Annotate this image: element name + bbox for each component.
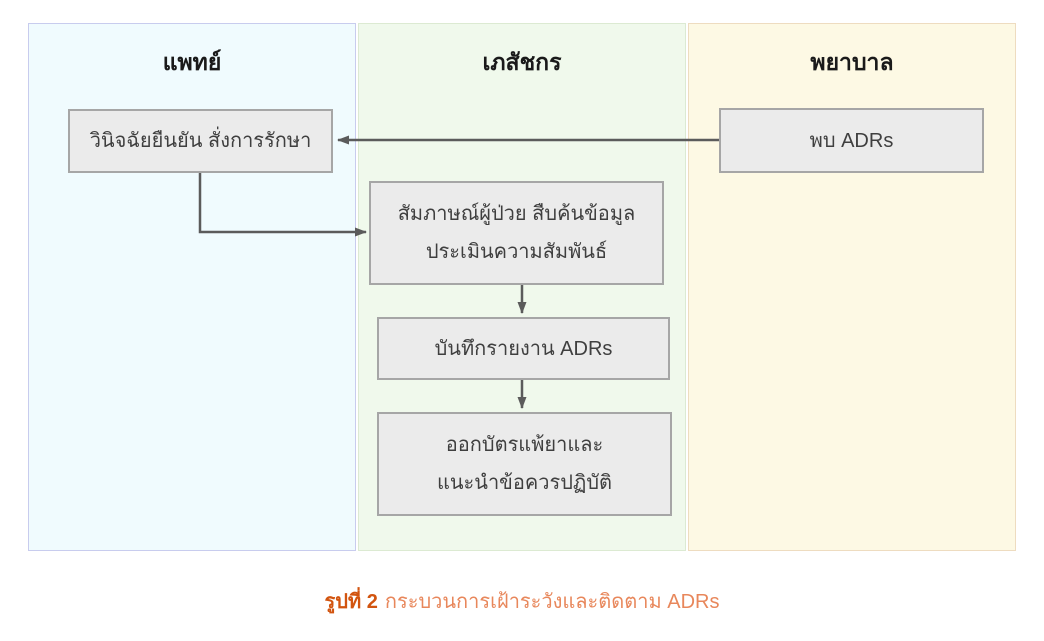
figure-caption-text: กระบวนการเฝ้าระวังและติดตาม ADRs bbox=[384, 591, 720, 613]
lane-doctor-title: แพทย์ bbox=[162, 49, 222, 75]
lane-pharmacist-title: เภสัชกร bbox=[482, 49, 562, 75]
node-card-line2: แนะนำข้อควรปฏิบัติ bbox=[436, 472, 613, 494]
node-found-adrs: พบ ADRs bbox=[719, 108, 984, 173]
lane-nurse-title: พยาบาล bbox=[810, 49, 894, 75]
node-interview-line2: ประเมินความสัมพันธ์ bbox=[425, 241, 608, 263]
lane-doctor: แพทย์ bbox=[28, 23, 356, 551]
node-interview: สัมภาษณ์ผู้ป่วย สืบค้นข้อมูล ประเมินความ… bbox=[369, 181, 664, 285]
node-card-line1: ออกบัตรแพ้ยาและ bbox=[445, 434, 604, 456]
lane-nurse: พยาบาล bbox=[688, 23, 1016, 551]
node-record-text: บันทึกรายงาน ADRs bbox=[434, 337, 613, 360]
node-diagnose-text: วินิจฉัยยืนยัน สั่งการรักษา bbox=[89, 130, 312, 152]
node-found-adrs-text: พบ ADRs bbox=[809, 129, 894, 152]
figure-caption-prefix: รูปที่ 2 bbox=[324, 591, 378, 613]
node-diagnose: วินิจฉัยยืนยัน สั่งการรักษา bbox=[68, 109, 333, 173]
node-record: บันทึกรายงาน ADRs bbox=[377, 317, 670, 380]
node-card: ออกบัตรแพ้ยาและ แนะนำข้อควรปฏิบัติ bbox=[377, 412, 672, 516]
figure-caption: รูปที่ 2 กระบวนการเฝ้าระวังและติดตาม ADRs bbox=[28, 585, 1016, 617]
node-interview-line1: สัมภาษณ์ผู้ป่วย สืบค้นข้อมูล bbox=[397, 203, 636, 225]
